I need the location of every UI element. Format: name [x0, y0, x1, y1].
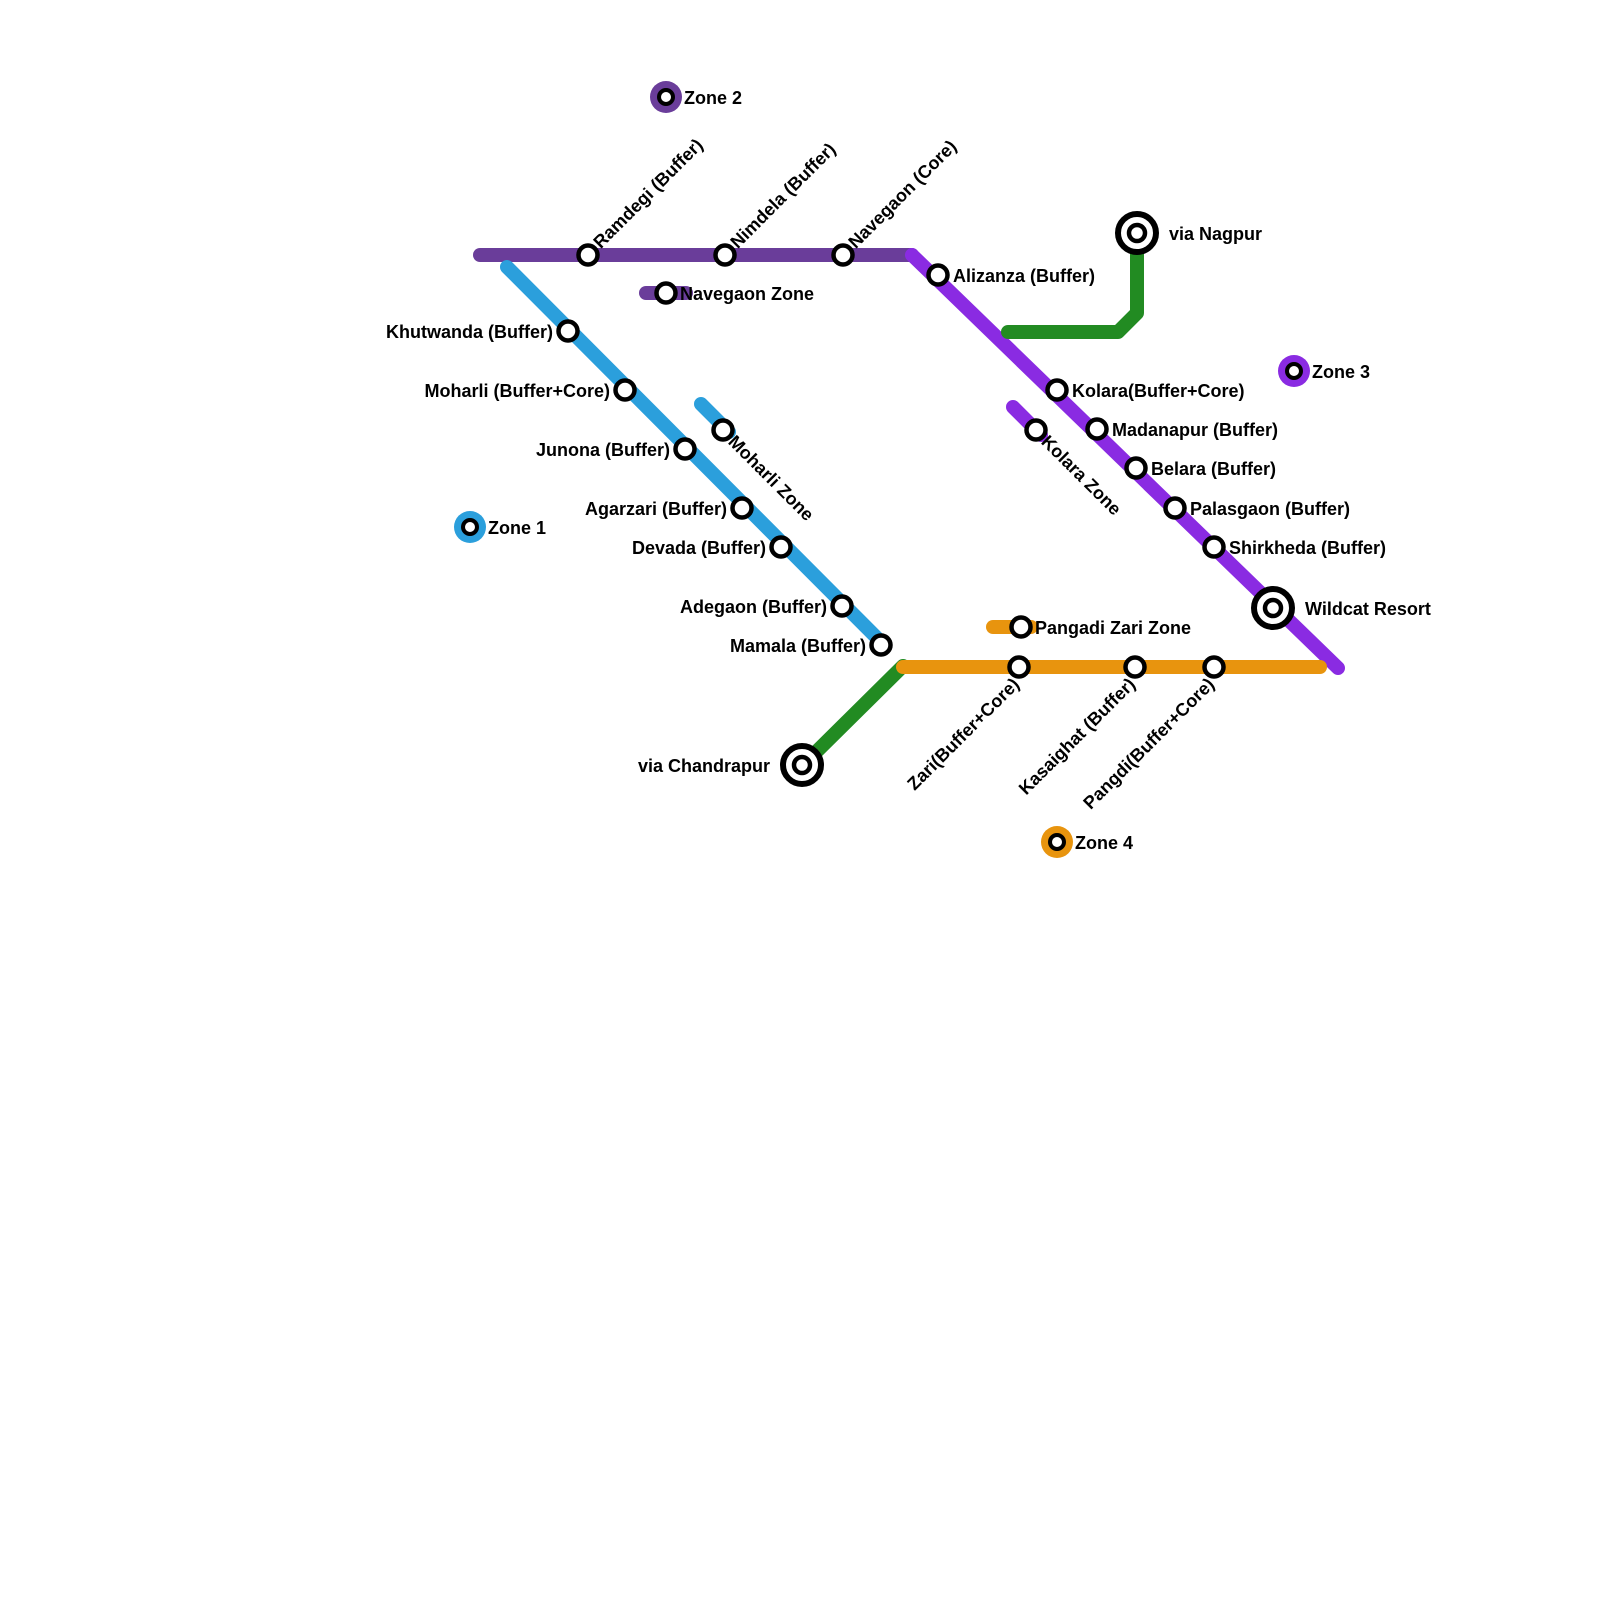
station-marker-madanapur-buffer [1085, 417, 1109, 441]
station-label-alizanza-buffer: Alizanza (Buffer) [953, 266, 1095, 286]
station-marker-alizanza-buffer [926, 263, 950, 287]
station-label-khutwanda-buffer: Khutwanda (Buffer) [386, 322, 553, 342]
station-label-shirkheda-buffer: Shirkheda (Buffer) [1229, 538, 1386, 558]
interchange-inner-wildcat-resort [1262, 597, 1284, 619]
station-marker-palasgaon-buffer [1163, 496, 1187, 520]
station-marker-ramdegi-buffer [576, 243, 600, 267]
route-line-nagpur-green-link [1001, 235, 1144, 339]
station-label-adegaon-buffer: Adegaon (Buffer) [680, 597, 827, 617]
zone-badge-dot-zone-3 [1285, 362, 1303, 380]
zone-label-zone-2: Zone 2 [684, 88, 742, 108]
station-label-junona-buffer: Junona (Buffer) [536, 440, 670, 460]
station-marker-kasaighat-buffer [1123, 655, 1147, 679]
station-label-mamala-buffer: Mamala (Buffer) [730, 636, 866, 656]
station-marker-devada-buffer [769, 535, 793, 559]
interchange-inner-via-nagpur [1126, 222, 1148, 244]
station-label-belara-buffer: Belara (Buffer) [1151, 459, 1276, 479]
station-label-moharli-buffer-core: Moharli (Buffer+Core) [424, 381, 610, 401]
interchange-label-via-nagpur: via Nagpur [1169, 224, 1262, 244]
station-label-zari-buffer-core: Zari(Buffer+Core) [903, 674, 1023, 794]
station-marker-belara-buffer [1124, 456, 1148, 480]
station-marker-pangadi-zari-zone [1009, 615, 1033, 639]
station-label-agarzari-buffer: Agarzari (Buffer) [585, 499, 727, 519]
station-label-madanapur-buffer: Madanapur (Buffer) [1112, 420, 1278, 440]
station-label-palasgaon-buffer: Palasgaon (Buffer) [1190, 499, 1350, 519]
station-marker-pangdi-buffer-core [1202, 655, 1226, 679]
station-marker-adegaon-buffer [830, 594, 854, 618]
station-label-pangadi-zari-zone: Pangadi Zari Zone [1035, 618, 1191, 638]
station-label-nimdela-buffer: Nimdela (Buffer) [726, 139, 839, 252]
zone-label-zone-3: Zone 3 [1312, 362, 1370, 382]
zone-label-zone-4: Zone 4 [1075, 833, 1133, 853]
station-label-pangdi-buffer-core: Pangdi(Buffer+Core) [1079, 674, 1218, 813]
station-marker-moharli-buffer-core [613, 378, 637, 402]
station-marker-navegaon-core [831, 243, 855, 267]
zone-label-zone-1: Zone 1 [488, 518, 546, 538]
route-line-chandrapur-green-link [799, 659, 910, 769]
station-label-devada-buffer: Devada (Buffer) [632, 538, 766, 558]
station-marker-nimdela-buffer [713, 243, 737, 267]
station-marker-khutwanda-buffer [556, 319, 580, 343]
station-marker-kolara-buffer-core [1045, 378, 1069, 402]
station-marker-agarzari-buffer [730, 496, 754, 520]
station-marker-junona-buffer [673, 437, 697, 461]
station-marker-mamala-buffer [869, 633, 893, 657]
zone-badge-dot-zone-2 [657, 88, 675, 106]
interchange-label-via-chandrapur: via Chandrapur [638, 756, 770, 776]
station-marker-navegaon-zone [654, 281, 678, 305]
zone-badge-dot-zone-4 [1048, 833, 1066, 851]
station-marker-zari-buffer-core [1007, 655, 1031, 679]
station-label-ramdegi-buffer: Ramdegi (Buffer) [589, 135, 706, 252]
interchange-inner-via-chandrapur [791, 754, 813, 776]
zone-badge-dot-zone-1 [461, 518, 479, 536]
interchange-label-wildcat-resort: Wildcat Resort [1305, 599, 1431, 619]
station-label-kolara-buffer-core: Kolara(Buffer+Core) [1072, 381, 1245, 401]
station-marker-shirkheda-buffer [1202, 535, 1226, 559]
station-marker-moharli-zone [711, 418, 735, 442]
station-label-navegaon-zone: Navegaon Zone [680, 284, 814, 304]
station-label-navegaon-core: Navegaon (Core) [844, 136, 960, 252]
station-marker-kolara-zone [1024, 418, 1048, 442]
